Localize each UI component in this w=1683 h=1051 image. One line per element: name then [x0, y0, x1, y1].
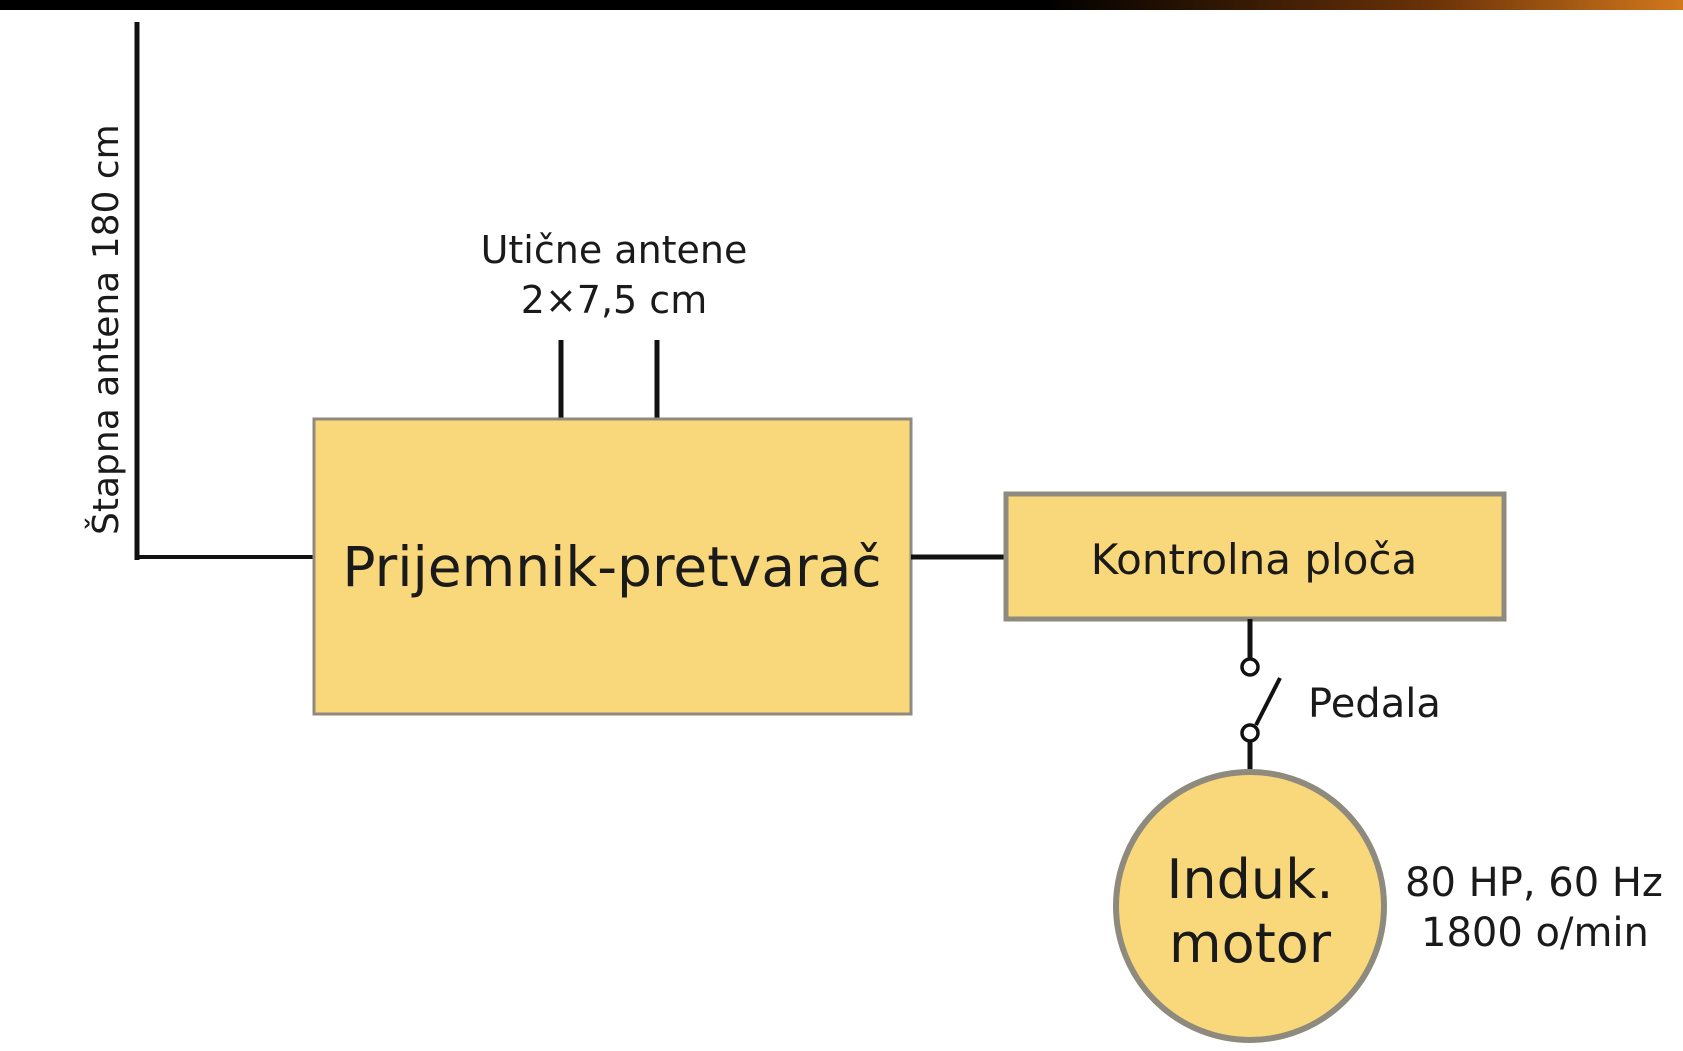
control-panel-block [1003, 491, 1507, 622]
top-border-bar [0, 0, 1683, 10]
induction-motor-circle [1113, 769, 1387, 1043]
plug-antennas-label-line2: 2×7,5 cm [521, 278, 707, 322]
rod-antenna-label: Štapna antena 180 cm [85, 124, 127, 535]
receiver-converter-label: Prijemnik-pretvarač [342, 535, 881, 599]
motor-spec-line2: 1800 o/min [1421, 910, 1649, 956]
motor-label-line1: Induk. [1166, 848, 1333, 911]
receiver-converter-block [312, 417, 913, 716]
pedal-switch-lower-contact [1240, 723, 1260, 743]
pedal-label: Pedala [1308, 681, 1441, 727]
plug-antennas-label-line1: Utične antene [481, 228, 748, 272]
motor-spec-line1: 80 HP, 60 Hz [1405, 860, 1663, 906]
pedal-switch-upper-contact [1240, 657, 1260, 677]
motor-label-line2: motor [1169, 912, 1332, 975]
control-panel-label: Kontrolna ploča [1091, 535, 1418, 584]
pedal-switch-lever [1254, 677, 1282, 726]
